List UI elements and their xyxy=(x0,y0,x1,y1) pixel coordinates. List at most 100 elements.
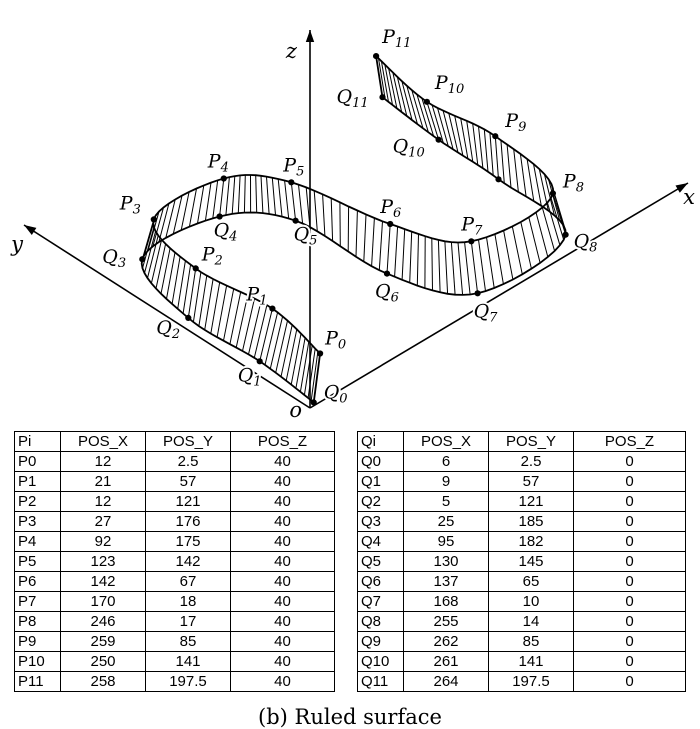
table-cell: 170 xyxy=(61,592,146,612)
point-dot-P7 xyxy=(468,238,474,244)
table-cell: Q7 xyxy=(358,592,404,612)
point-label-Q11: Q11 xyxy=(337,86,369,111)
table-cell: P6 xyxy=(15,572,61,592)
column-header: Pi xyxy=(15,432,61,452)
point-label-P7: P7 xyxy=(460,213,483,238)
table-cell: 123 xyxy=(61,552,146,572)
point-dot-Q0 xyxy=(311,399,317,405)
table-cell: 9 xyxy=(404,472,489,492)
table-cell: 40 xyxy=(231,572,335,592)
point-dot-P2 xyxy=(193,265,199,271)
table-cell: 14 xyxy=(489,612,574,632)
table-cell: 40 xyxy=(231,672,335,692)
table-cell: 40 xyxy=(231,492,335,512)
point-label-Q0: Q0 xyxy=(324,381,348,406)
table-cell: 141 xyxy=(489,652,574,672)
point-dot-P6 xyxy=(387,221,393,227)
point-dot-P8 xyxy=(550,190,556,196)
table-cell: Q3 xyxy=(358,512,404,532)
point-dot-P4 xyxy=(221,175,227,181)
table-cell: 65 xyxy=(489,572,574,592)
table-cell: P2 xyxy=(15,492,61,512)
table-cell: 0 xyxy=(574,492,686,512)
point-dot-P0 xyxy=(317,350,323,356)
table-cell: 40 xyxy=(231,512,335,532)
table-cell: 137 xyxy=(404,572,489,592)
hatch-line xyxy=(432,238,433,290)
table-cell: 182 xyxy=(489,532,574,552)
table-cell: P5 xyxy=(15,552,61,572)
point-dot-Q11 xyxy=(379,94,385,100)
table-cell: 25 xyxy=(404,512,489,532)
table-cell: 0 xyxy=(574,652,686,672)
x-axis-label: x xyxy=(683,185,695,209)
point-dot-Q8 xyxy=(563,232,569,238)
table-cell: P4 xyxy=(15,532,61,552)
table-cell: 6 xyxy=(404,452,489,472)
table-cell: P11 xyxy=(15,672,61,692)
table-cell: 250 xyxy=(61,652,146,672)
point-label-P10: P10 xyxy=(434,72,464,97)
table-cell: 92 xyxy=(61,532,146,552)
table-cell: 0 xyxy=(574,472,686,492)
table-cell: 27 xyxy=(61,512,146,532)
point-dot-P10 xyxy=(424,99,430,105)
point-label-P2: P2 xyxy=(201,243,223,268)
point-dot-P3 xyxy=(151,216,157,222)
column-header: POS_Y xyxy=(489,432,574,452)
table-cell: P7 xyxy=(15,592,61,612)
column-header: Qi xyxy=(358,432,404,452)
point-label-P3: P3 xyxy=(119,192,141,217)
table-cell: Q5 xyxy=(358,552,404,572)
table-cell: Q0 xyxy=(358,452,404,472)
table-cell: P10 xyxy=(15,652,61,672)
origin-label: o xyxy=(289,398,302,422)
table-cell: Q10 xyxy=(358,652,404,672)
table-cell: Q1 xyxy=(358,472,404,492)
point-label-P1: P1 xyxy=(245,284,267,309)
table-cell: 12 xyxy=(61,452,146,472)
point-label-Q3: Q3 xyxy=(102,246,126,271)
table-cell: 185 xyxy=(489,512,574,532)
table-cell: P9 xyxy=(15,632,61,652)
table-cell: 40 xyxy=(231,472,335,492)
point-dot-Q10 xyxy=(436,137,442,143)
table-cell: 258 xyxy=(61,672,146,692)
point-label-Q4: Q4 xyxy=(214,220,238,245)
y-axis-arrow-icon xyxy=(24,225,36,235)
table-cell: Q2 xyxy=(358,492,404,512)
table-cell: Q8 xyxy=(358,612,404,632)
table-cell: 0 xyxy=(574,532,686,552)
table-cell: 246 xyxy=(61,612,146,632)
table-cell: 40 xyxy=(231,632,335,652)
table-cell: 21 xyxy=(61,472,146,492)
point-label-P6: P6 xyxy=(379,196,401,221)
point-label-P8: P8 xyxy=(562,170,584,195)
point-dot-P11 xyxy=(373,53,379,59)
column-header: POS_X xyxy=(61,432,146,452)
table-cell: 40 xyxy=(231,592,335,612)
point-dot-P1 xyxy=(269,306,275,312)
table-cell: 145 xyxy=(489,552,574,572)
table-cell: 2.5 xyxy=(489,452,574,472)
point-dot-P5 xyxy=(288,179,294,185)
table-cell: 18 xyxy=(146,592,231,612)
table-cell: Q11 xyxy=(358,672,404,692)
